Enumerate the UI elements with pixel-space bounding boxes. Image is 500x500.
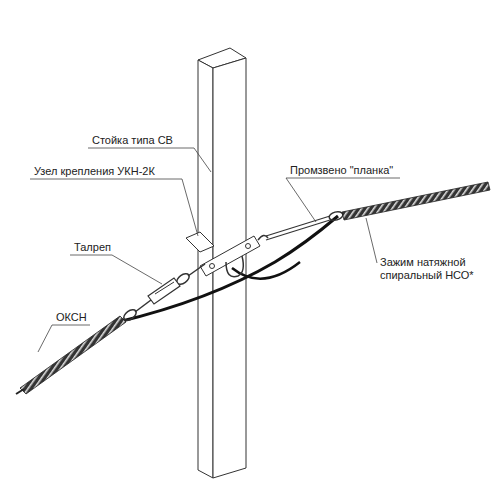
clamp-label: Зажим натяжной спиральный НСО*: [380, 256, 492, 282]
bracket-label: Узел крепления УКН-2К: [34, 165, 155, 178]
leader-line: [30, 148, 400, 352]
tension-clamp: [342, 182, 490, 220]
cable-label: ОКСН: [56, 311, 87, 324]
slack-cable: [118, 216, 338, 322]
link-label: Промзвено "планка": [290, 164, 393, 177]
pole-label: Стойка типа СВ: [92, 134, 173, 147]
turnbuckle-label: Талреп: [74, 241, 111, 254]
bracket: [186, 232, 260, 277]
turnbuckle: [122, 264, 205, 322]
link-plate: [258, 210, 344, 240]
tension-clamp: [20, 316, 126, 394]
